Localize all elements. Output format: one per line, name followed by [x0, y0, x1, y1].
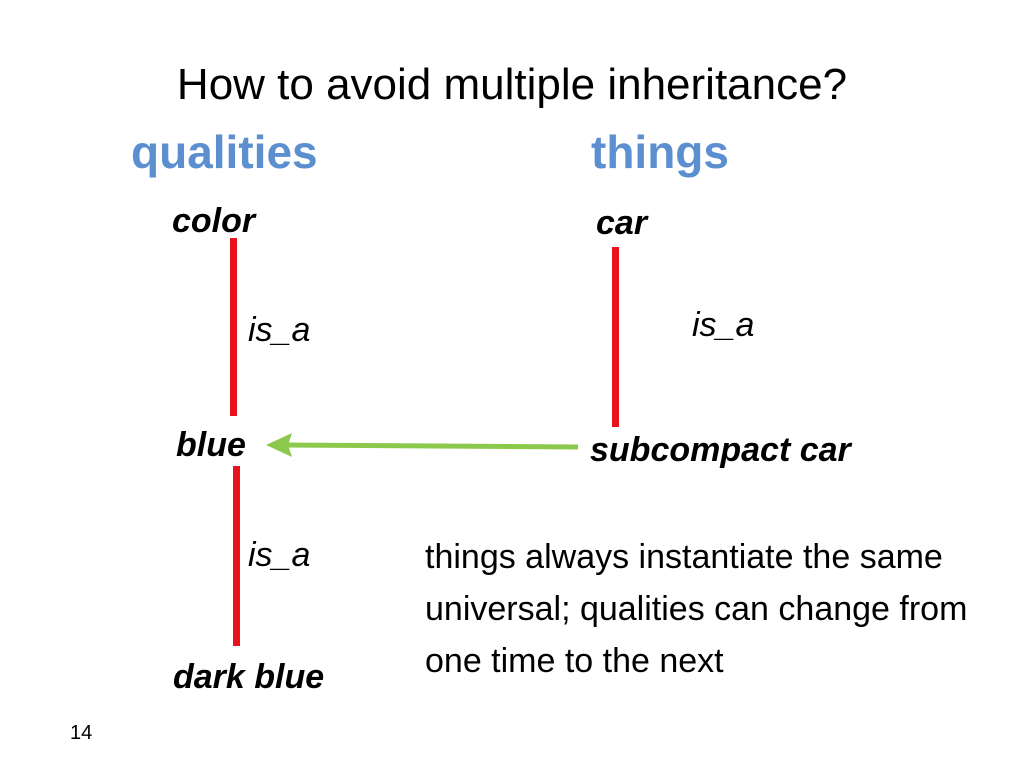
is-a-line-car-subcompact [612, 247, 619, 427]
is-a-line-blue-dark-blue [233, 466, 240, 646]
heading-things: things [591, 126, 729, 178]
page-number: 14 [70, 722, 93, 744]
node-blue: blue [176, 426, 246, 464]
node-color: color [172, 202, 256, 240]
node-dark-blue: dark blue [173, 658, 325, 696]
relation-label-color-blue: is_a [248, 311, 311, 349]
node-car: car [596, 204, 648, 242]
node-subcompact-car: subcompact car [590, 431, 851, 469]
instantiation-arrow-shaft [281, 442, 579, 450]
instantiation-arrow-head [266, 433, 292, 457]
relation-label-blue-dark-blue: is_a [248, 536, 311, 574]
explanation-note: things always instantiate the same unive… [425, 538, 968, 680]
heading-qualities: qualities [131, 126, 318, 178]
relation-label-car-subcompact: is_a [692, 306, 755, 344]
slide-title: How to avoid multiple inheritance? [176, 60, 848, 109]
is-a-line-color-blue [230, 238, 237, 416]
